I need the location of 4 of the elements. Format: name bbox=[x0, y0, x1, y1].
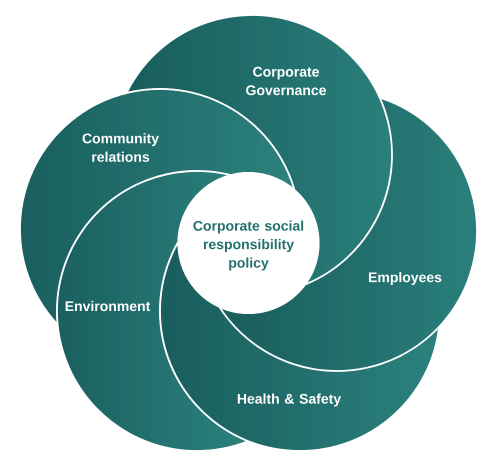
node-text: Employees bbox=[368, 272, 442, 286]
node-text: Community relations bbox=[82, 133, 159, 162]
node-text: Corporate Governance bbox=[246, 66, 326, 96]
node-text: Environment bbox=[66, 300, 150, 312]
